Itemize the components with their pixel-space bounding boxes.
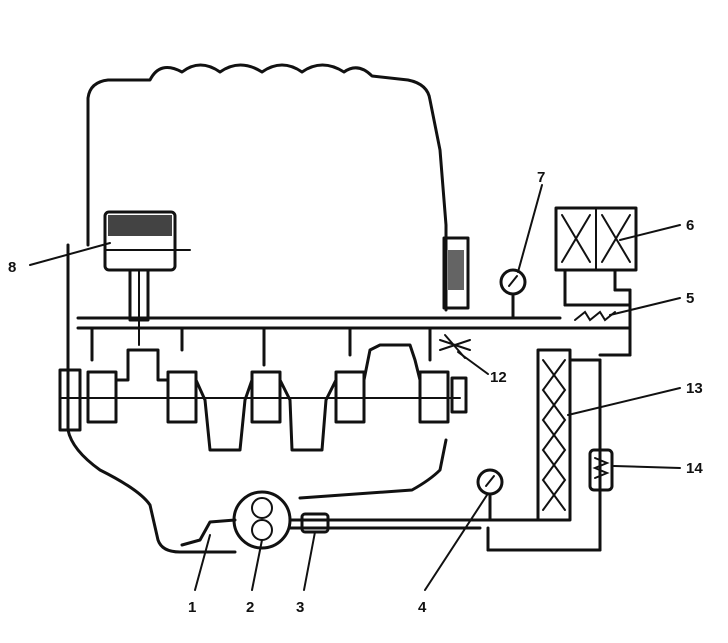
label-6: 6 [686, 217, 694, 234]
label-13: 13 [686, 380, 703, 397]
bypass-circuit [568, 326, 632, 552]
pressure-gauge-main [476, 468, 504, 522]
delivery-line [288, 518, 602, 552]
oil-pan-outline [66, 243, 237, 554]
label-3: 3 [296, 599, 304, 616]
engine-block-outline [86, 63, 448, 500]
piston [103, 210, 191, 346]
leader-lines [29, 184, 681, 591]
timing-gear [439, 236, 471, 359]
label-7: 7 [537, 169, 545, 186]
label-5: 5 [686, 290, 694, 307]
gallery-drillings [90, 326, 432, 367]
oil-radiator [554, 206, 638, 272]
oil-strainer [180, 518, 237, 547]
main-oil-gallery [76, 316, 632, 330]
label-12: 12 [490, 369, 507, 386]
pressure-gauge-gallery [499, 268, 527, 320]
crankshaft [58, 343, 468, 452]
oil-filter [536, 348, 572, 522]
label-4: 4 [418, 599, 427, 616]
label-14: 14 [686, 460, 703, 477]
bypass-valve [588, 448, 614, 492]
label-1: 1 [188, 599, 196, 616]
radiator-piping [563, 268, 632, 330]
label-2: 2 [246, 599, 254, 616]
thermostat-valve [574, 310, 616, 322]
label-8: 8 [8, 259, 16, 276]
